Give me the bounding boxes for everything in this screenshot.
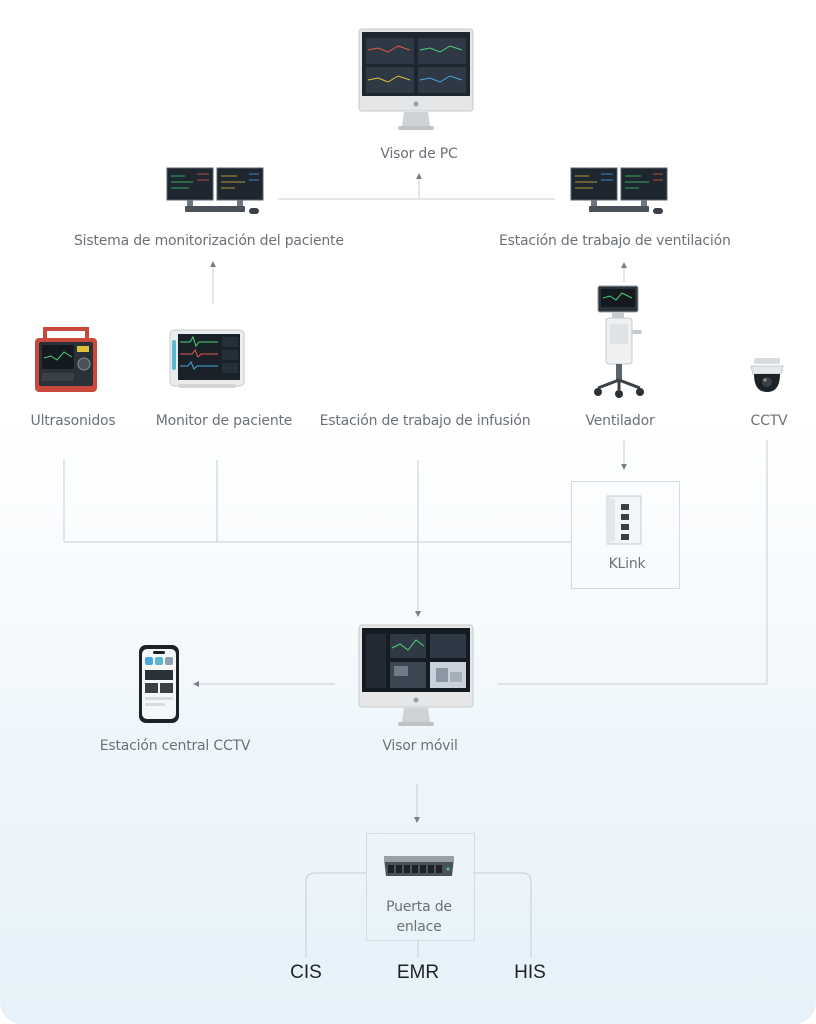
gateway-server-icon bbox=[384, 856, 454, 876]
system-his-label: HIS bbox=[514, 962, 546, 983]
gateway-box bbox=[366, 833, 475, 941]
patient-monitor-icon bbox=[169, 329, 245, 388]
patient-monitor-label: Monitor de paciente bbox=[155, 413, 293, 429]
patient-monitoring-system-label: Sistema de monitorización del paciente bbox=[74, 233, 344, 249]
cctv-label: CCTV bbox=[750, 413, 788, 429]
system-emr-label: EMR bbox=[396, 962, 440, 983]
gateway-label-line1: Puerta de bbox=[386, 899, 452, 915]
pc-viewer-icon bbox=[358, 28, 474, 130]
ventilation-workstation-icon bbox=[570, 167, 668, 214]
cctv-icon bbox=[750, 358, 784, 392]
ventilator-label: Ventilador bbox=[585, 413, 655, 429]
klink-label: KLink bbox=[608, 556, 646, 572]
mobile-viewer-label: Visor móvil bbox=[382, 738, 458, 754]
patient-monitoring-system-icon bbox=[166, 167, 264, 214]
ultrasound-icon bbox=[35, 327, 97, 392]
mobile-viewer-icon bbox=[358, 624, 474, 726]
connector-gateway-to-his bbox=[473, 872, 532, 958]
system-cis-label: CIS bbox=[290, 962, 322, 983]
ultrasound-label: Ultrasonidos bbox=[30, 413, 116, 429]
infusion-workstation-label: Estación de trabajo de infusión bbox=[319, 413, 531, 429]
pc-viewer-label: Visor de PC bbox=[380, 146, 458, 162]
klink-box bbox=[571, 481, 680, 589]
connector-gateway-to-cis bbox=[305, 872, 366, 958]
cctv-central-station-icon bbox=[139, 645, 179, 723]
klink-icon bbox=[606, 495, 642, 545]
ventilation-workstation-label: Estación de trabajo de ventilación bbox=[499, 233, 731, 249]
cctv-central-station-label: Estación central CCTV bbox=[99, 738, 251, 754]
ventilator-icon bbox=[594, 285, 644, 398]
gateway-label-line2: enlace bbox=[396, 919, 442, 935]
